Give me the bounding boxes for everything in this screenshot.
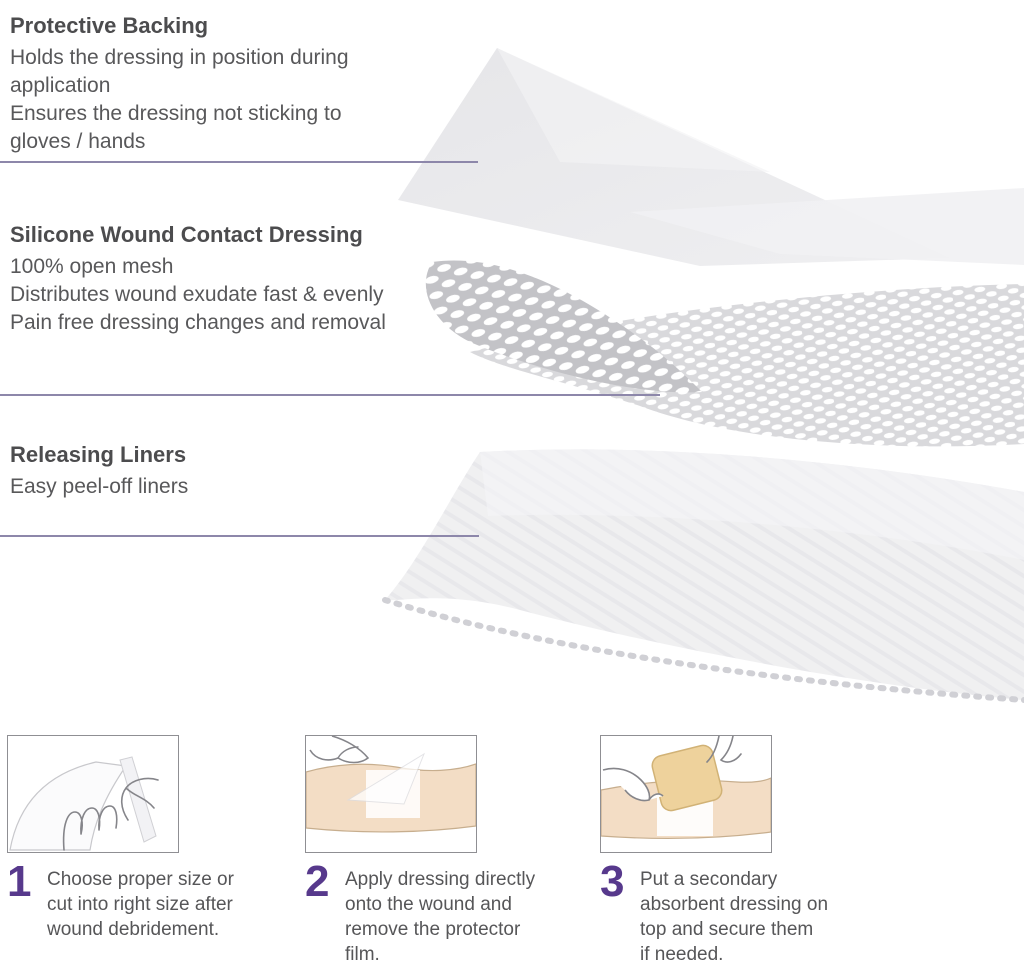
step-1-text: Choose proper size or cut into right siz…	[47, 865, 234, 942]
step-1-number: 1	[7, 857, 32, 906]
section-title: Protective Backing	[10, 13, 209, 38]
step-text-line: cut into right size after	[47, 894, 233, 915]
step-3-text: Put a secondary absorbent dressing on to…	[640, 865, 828, 967]
peel-backing-illustration	[9, 756, 159, 851]
step-3-image-frame	[600, 735, 772, 853]
step-text-line: Put a secondary	[640, 869, 778, 890]
section-silicone-contact-dressing: Silicone Wound Contact Dressing 100% ope…	[10, 221, 440, 337]
section-title: Releasing Liners	[10, 442, 187, 467]
section-divider-1	[0, 161, 478, 163]
secondary-dressing-illustration	[601, 736, 771, 839]
section-text-line: Ensures the dressing not sticking to	[10, 102, 342, 125]
section-divider-2	[0, 394, 660, 396]
step-text-line: top and secure them	[640, 919, 814, 940]
step-text-line: remove the protector	[345, 919, 521, 940]
section-text-line: Holds the dressing in position during	[10, 46, 349, 69]
step-1-image-frame	[7, 735, 179, 853]
step-text-line: absorbent dressing on	[640, 894, 829, 915]
section-text-line: Pain free dressing changes and removal	[10, 311, 386, 334]
step-1-caption: 1 Choose proper size or cut into right s…	[7, 857, 257, 942]
protective-backing-film-image	[398, 48, 1024, 266]
step-text-line: if needed.	[640, 944, 724, 965]
section-text-line: Easy peel-off liners	[10, 475, 189, 498]
step-2-image-frame	[305, 735, 477, 853]
step-3-number: 3	[600, 857, 625, 906]
step-text-line: film.	[345, 944, 380, 965]
releasing-liner-image	[382, 449, 1024, 703]
step-3: 3 Put a secondary absorbent dressing on …	[600, 735, 850, 967]
silicone-mesh-image	[425, 260, 1024, 447]
step-3-caption: 3 Put a secondary absorbent dressing on …	[600, 857, 850, 967]
section-text-line: gloves / hands	[10, 130, 146, 153]
step-text-line: Apply dressing directly	[345, 869, 536, 890]
step-2-caption: 2 Apply dressing directly onto the wound…	[305, 857, 555, 967]
section-text-line: application	[10, 74, 111, 97]
step-1: 1 Choose proper size or cut into right s…	[7, 735, 257, 942]
step-2: 2 Apply dressing directly onto the wound…	[305, 735, 555, 967]
step-text-line: onto the wound and	[345, 894, 512, 915]
step-text-line: Choose proper size or	[47, 869, 234, 890]
step-2-number: 2	[305, 857, 330, 906]
section-releasing-liners: Releasing Liners Easy peel-off liners	[10, 441, 440, 501]
step-text-line: wound debridement.	[47, 919, 220, 940]
section-title: Silicone Wound Contact Dressing	[10, 222, 363, 247]
section-divider-3	[0, 535, 479, 537]
section-text-line: 100% open mesh	[10, 255, 174, 278]
section-protective-backing: Protective Backing Holds the dressing in…	[10, 12, 440, 156]
step-2-text: Apply dressing directly onto the wound a…	[345, 865, 535, 967]
section-text-line: Distributes wound exudate fast & evenly	[10, 283, 384, 306]
apply-dressing-illustration	[306, 736, 476, 833]
